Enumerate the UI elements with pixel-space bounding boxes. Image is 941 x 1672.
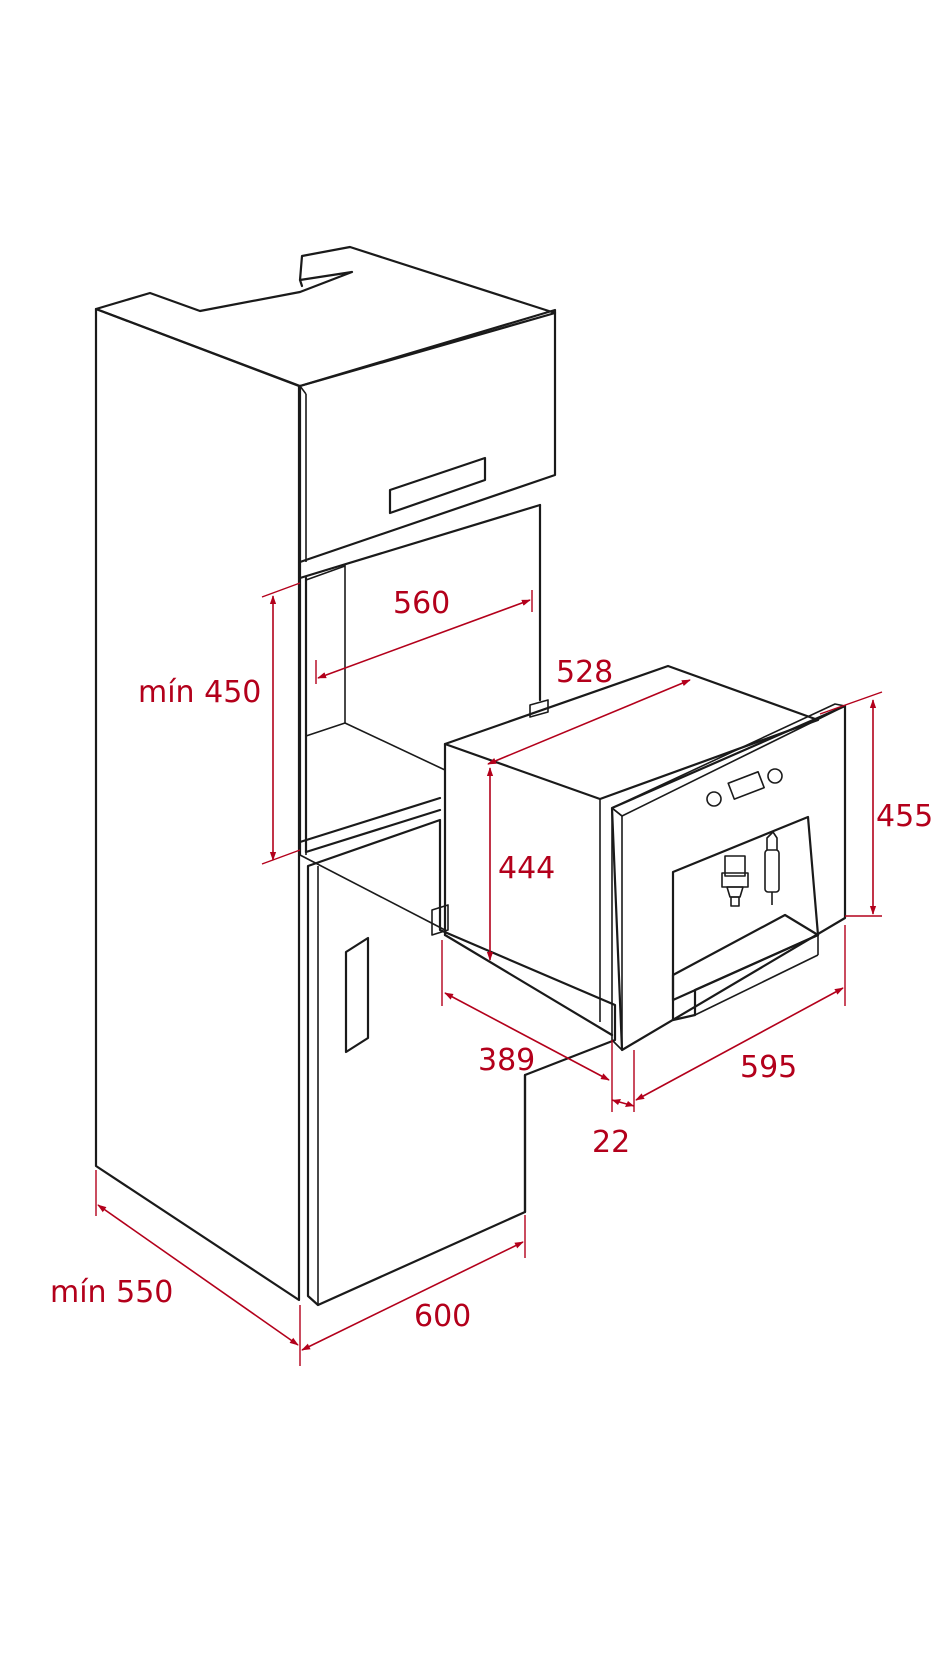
lower-door xyxy=(306,818,617,1307)
label-niche-min-height: mín 450 xyxy=(138,675,261,710)
label-niche-width: 560 xyxy=(393,586,450,621)
machine-body-top xyxy=(443,664,820,801)
display-window xyxy=(727,770,765,800)
steam-wand-icon xyxy=(764,831,780,905)
label-front-width: 595 xyxy=(740,1050,797,1085)
knob-left-icon xyxy=(706,791,722,807)
dim-line-body-depth xyxy=(444,992,610,1081)
dim-line-front-width xyxy=(635,987,844,1101)
machine-front-panel xyxy=(610,704,847,1052)
label-front-thickness: 22 xyxy=(592,1125,630,1160)
lower-door-handle xyxy=(344,936,370,1054)
label-body-depth: 389 xyxy=(478,1043,535,1078)
upper-door-handle xyxy=(388,456,487,515)
cabinet-top xyxy=(94,245,557,388)
label-cabinet-width: 600 xyxy=(414,1299,471,1334)
label-cabinet-min-depth: mín 550 xyxy=(50,1275,173,1310)
label-body-height: 444 xyxy=(498,851,555,886)
label-front-height: 455 xyxy=(876,799,933,834)
knob-right-icon xyxy=(767,768,783,784)
appliance-niche xyxy=(298,503,549,936)
dimension-lines xyxy=(95,582,883,1366)
dim-line-cabinet-depth xyxy=(97,1204,299,1346)
upper-door xyxy=(298,308,557,564)
cabinet-side-panel xyxy=(94,307,301,1302)
dim-line-niche-width xyxy=(317,599,531,679)
coffee-spout-icon xyxy=(721,855,749,907)
label-appliance-depth: 528 xyxy=(556,655,613,690)
dispensing-alcove xyxy=(671,815,820,1002)
dim-line-cabinet-width xyxy=(301,1241,524,1351)
dimension-labels: 560 mín 450 528 444 455 389 22 595 mín 5… xyxy=(50,586,933,1334)
dim-line-appliance-depth xyxy=(487,679,691,765)
